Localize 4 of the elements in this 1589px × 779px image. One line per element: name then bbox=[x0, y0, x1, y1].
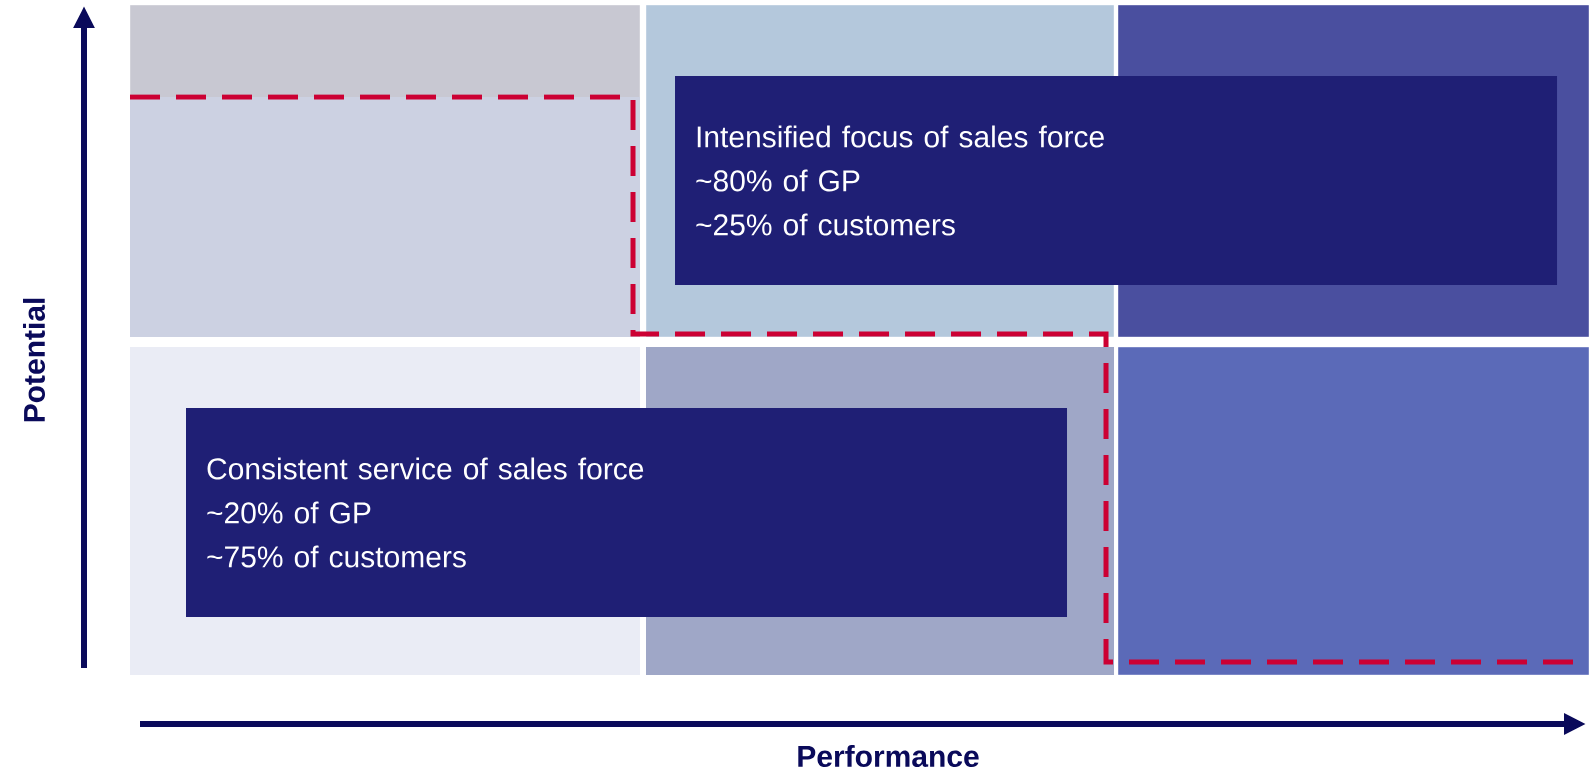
axis-label: Potential bbox=[23, 298, 45, 422]
text-box: Intensified focus of sales force ~80% of GP ~25% of customers bbox=[675, 76, 1557, 285]
axis-label: Performance bbox=[798, 745, 979, 768]
text-box: Consistent service of sales force ~20% of GP ~75% of customers bbox=[186, 408, 1067, 617]
